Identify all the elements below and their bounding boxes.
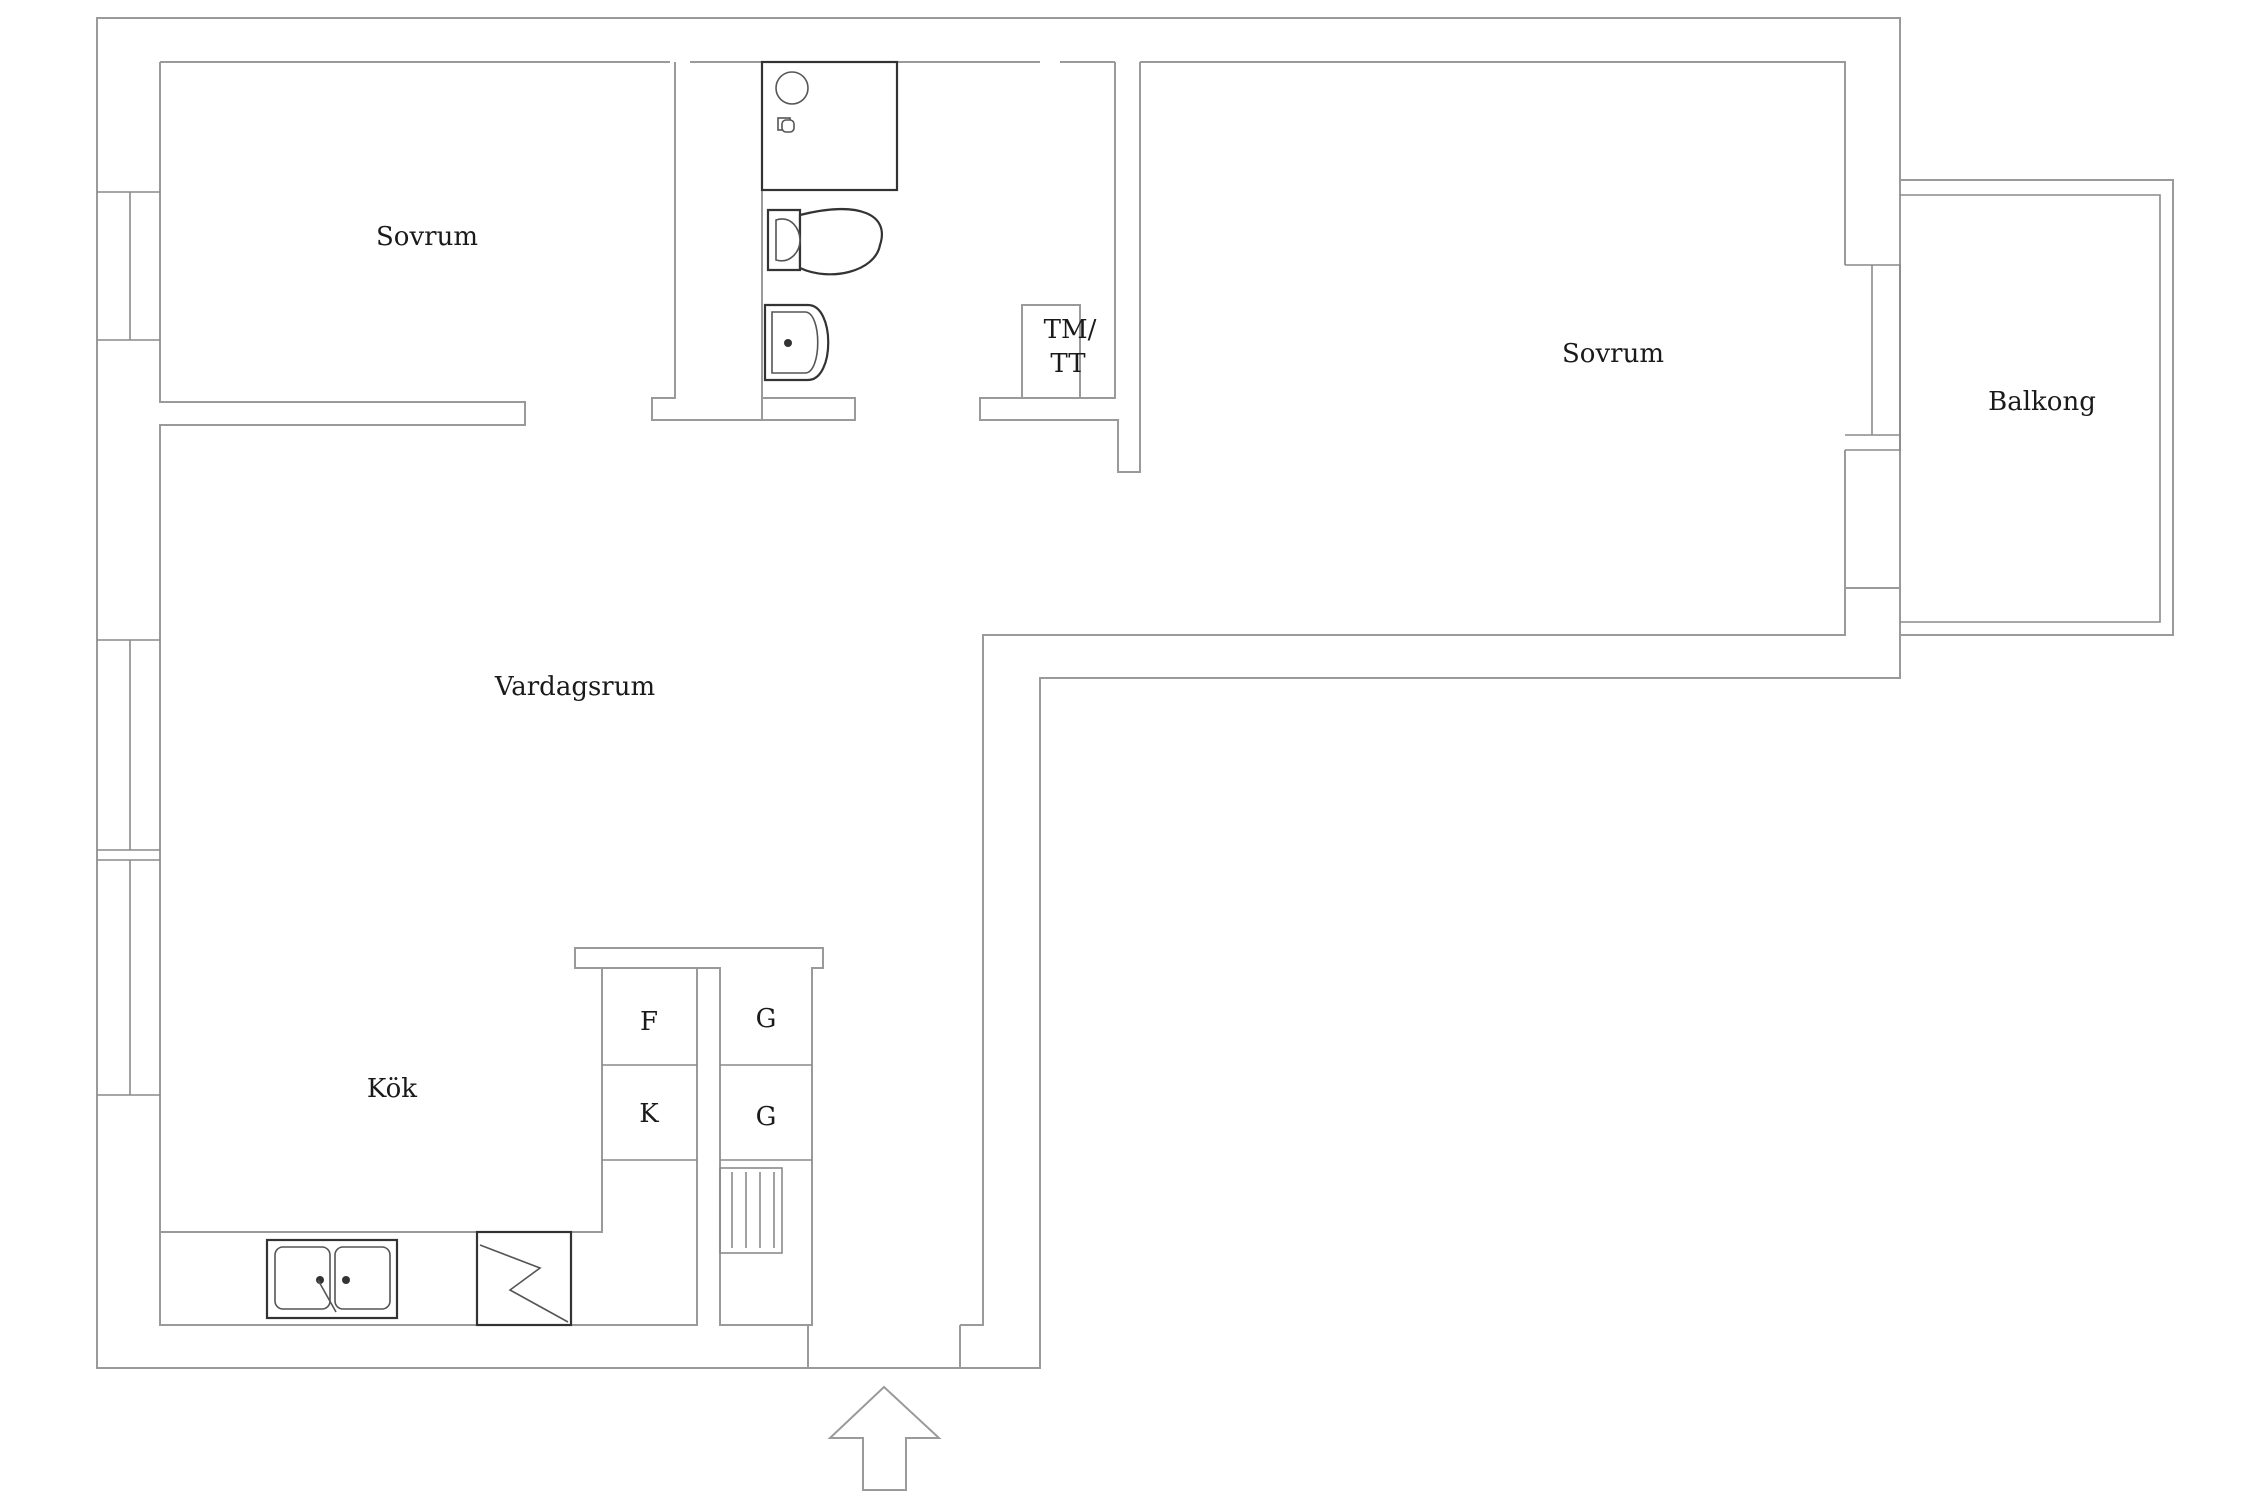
room-label-kitchen: Kök [367, 1074, 417, 1104]
laundry-label-line1: TM/ [1044, 315, 1097, 345]
laundry-label-line2: TT [1050, 349, 1086, 379]
room-label-living-room: Vardagsrum [494, 672, 655, 702]
room-label-bedroom-small: Sovrum [376, 222, 478, 252]
cabinet-label-upper: G [756, 1004, 777, 1034]
room-label-bedroom-large: Sovrum [1562, 339, 1664, 369]
interior-walls [651, 62, 1141, 473]
bathroom-fixtures [760, 60, 899, 382]
shower-drain-icon [775, 71, 809, 105]
outer-walls [96, 17, 1901, 1369]
double-sink-icon [265, 1238, 399, 1320]
kitchen-fixtures [160, 947, 824, 1327]
appliance-label-freezer: K [639, 1099, 659, 1129]
left-windows [97, 191, 160, 1096]
room-label-balcony: Balkong [1988, 387, 2096, 417]
cabinet-label-lower: G [756, 1102, 777, 1132]
appliance-label-fridge: F [640, 1007, 658, 1037]
stove-icon [475, 1230, 573, 1327]
arrow-up-icon [827, 1385, 942, 1491]
balcony-outline [1845, 179, 2174, 636]
